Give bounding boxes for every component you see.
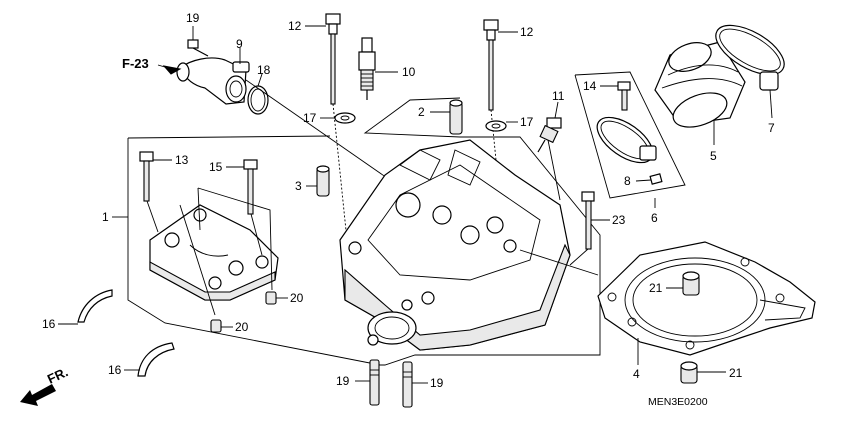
callout-11: 11 [552,89,565,103]
temp-sensor-11 [537,117,562,153]
callout-1: 1 [102,210,109,224]
stud-19-right [402,361,413,408]
callout-19-right: 19 [430,376,444,390]
gasket-4 [597,241,816,356]
air-band-group-outline [574,71,686,199]
callout-15: 15 [209,160,223,174]
dowel-pin-3 [316,165,330,197]
stud-19-left [369,359,380,406]
dowel-20-upper [265,291,277,305]
callout-14: 14 [583,79,597,93]
callout-20-upper: 20 [290,291,304,305]
plug-16-lower [137,342,175,377]
o-ring-18 [247,85,269,115]
plug-16-upper [77,289,113,323]
bolt-23 [581,191,595,250]
washer-17-left [334,112,356,124]
callout-21-upper: 21 [649,281,663,295]
callout-4: 4 [633,367,640,381]
spark-plug-10 [358,37,376,100]
callout-5: 5 [710,149,717,163]
band-7 [715,24,785,91]
callout-7: 7 [768,121,775,135]
callout-16-upper: 16 [42,317,56,331]
callout-12-right: 12 [520,25,534,39]
cam-holder-1 [149,204,279,301]
dowel-21-lower [680,361,698,384]
callout-18: 18 [257,63,271,77]
callout-16-lower: 16 [108,363,122,377]
washer-17-right [485,120,507,132]
callout-20-lower: 20 [235,320,249,334]
dowel-20-lower [210,319,222,333]
bolt-13 [139,151,154,202]
callout-21-lower: 21 [729,366,743,380]
bolt-12-left [325,13,341,105]
callout-6: 6 [651,211,658,225]
callout-19-left: 19 [336,374,350,388]
callout-12-left: 12 [288,19,302,33]
callout-9: 9 [236,37,243,51]
bolt-15 [243,159,258,215]
callout-17-left: 17 [303,111,317,125]
bolt-12-right [483,19,499,111]
callout-17-right: 17 [520,115,534,129]
callout-3: 3 [295,179,302,193]
callout-13: 13 [175,153,189,167]
callout-23: 23 [612,213,626,227]
front-marker: FR. [45,364,70,386]
callout-2: 2 [418,105,425,119]
callout-22: 19 [186,11,200,25]
bolt-22 [187,39,209,57]
dowel-pin-2 [449,99,463,135]
figure-code: MEN3E0200 [648,396,708,408]
cylinder-head-group-outline [127,97,601,366]
cylinder-head [339,139,571,351]
callout-10: 10 [402,65,416,79]
group-outline-top [127,135,331,139]
water-outlet-part [176,57,250,105]
nut-8 [649,173,663,185]
callout-8: 8 [624,174,631,188]
screw-14 [617,81,631,111]
front-arrow-icon [20,384,56,406]
dowel-21-upper [682,271,700,296]
reference-f23: F-23 [122,56,149,71]
band-6 [596,116,657,164]
